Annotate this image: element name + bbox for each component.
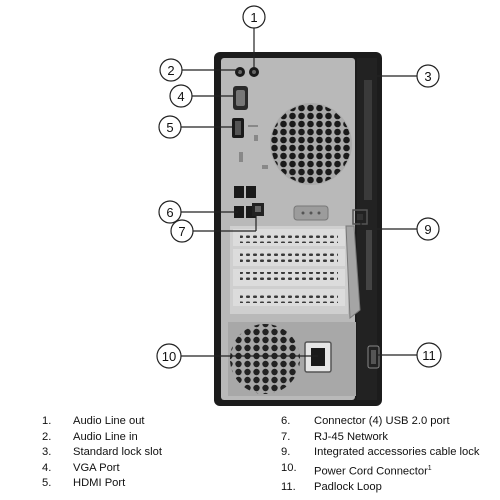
legend-item: 7. RJ-45 Network [281,430,479,446]
legend-number: 11. [281,480,314,496]
legend-label: Audio Line out [73,414,145,430]
footnote-marker: 1 [428,465,432,472]
legend-item: 5. HDMI Port [42,476,162,492]
svg-text:6: 6 [166,205,173,220]
svg-text:10: 10 [162,349,176,364]
fan-grill [270,103,352,185]
legend-label: VGA Port [73,461,120,477]
expansion-slots [230,226,360,318]
legend-label: HDMI Port [73,476,125,492]
legend-label: Padlock Loop [314,480,382,496]
legend-number: 10. [281,461,314,480]
callout-7: 7 [171,220,193,242]
legend-label: Connector (4) USB 2.0 port [314,414,450,430]
svg-text:3: 3 [424,69,431,84]
legend-number: 6. [281,414,314,430]
svg-text:11: 11 [422,348,436,363]
legend-number: 2. [42,430,73,446]
legend-item: 3. Standard lock slot [42,445,162,461]
legend-number: 3. [42,445,73,461]
legend-label: Standard lock slot [73,445,162,461]
pc-rear-panel-diagram: 1 2 3 4 5 6 7 9 10 11 [0,0,500,410]
callout-1: 1 [243,6,265,28]
legend-item: 1. Audio Line out [42,414,162,430]
hdmi-port [232,118,244,138]
legend-label: RJ-45 Network [314,430,388,446]
legend-right: 6. Connector (4) USB 2.0 port 7. RJ-45 N… [281,414,479,496]
callout-3: 3 [417,65,439,87]
svg-text:7: 7 [178,224,185,239]
callout-2: 2 [160,59,182,81]
legend-label: Integrated accessories cable lock [314,445,479,461]
callout-4: 4 [170,85,192,107]
svg-text:4: 4 [177,89,184,104]
callout-11: 11 [417,343,441,367]
legend-label: Power Cord Connector1 [314,461,432,480]
padlock-loop [368,346,379,368]
svg-text:9: 9 [424,222,431,237]
legend-item: 2. Audio Line in [42,430,162,446]
svg-text:2: 2 [167,63,174,78]
callout-9: 9 [417,218,439,240]
legend-number: 1. [42,414,73,430]
power-supply [228,322,356,396]
callout-10: 10 [157,344,181,368]
legend-label: Audio Line in [73,430,138,446]
callout-6: 6 [159,201,181,223]
legend-number: 4. [42,461,73,477]
legend-item: 9. Integrated accessories cable lock [281,445,479,461]
vga-port [233,86,248,110]
callout-5: 5 [159,116,181,138]
svg-text:5: 5 [166,120,173,135]
legend-item: 11. Padlock Loop [281,480,479,496]
legend-number: 5. [42,476,73,492]
rj45-port [252,203,264,216]
legend-label-text: Power Cord Connector [314,466,428,478]
legend-item: 4. VGA Port [42,461,162,477]
legend-left: 1. Audio Line out 2. Audio Line in 3. St… [42,414,162,492]
legend-number: 7. [281,430,314,446]
legend-item: 10. Power Cord Connector1 [281,461,479,480]
svg-text:1: 1 [250,10,257,25]
serial-knockout [294,206,328,220]
legend-item: 6. Connector (4) USB 2.0 port [281,414,479,430]
legend-number: 9. [281,445,314,461]
